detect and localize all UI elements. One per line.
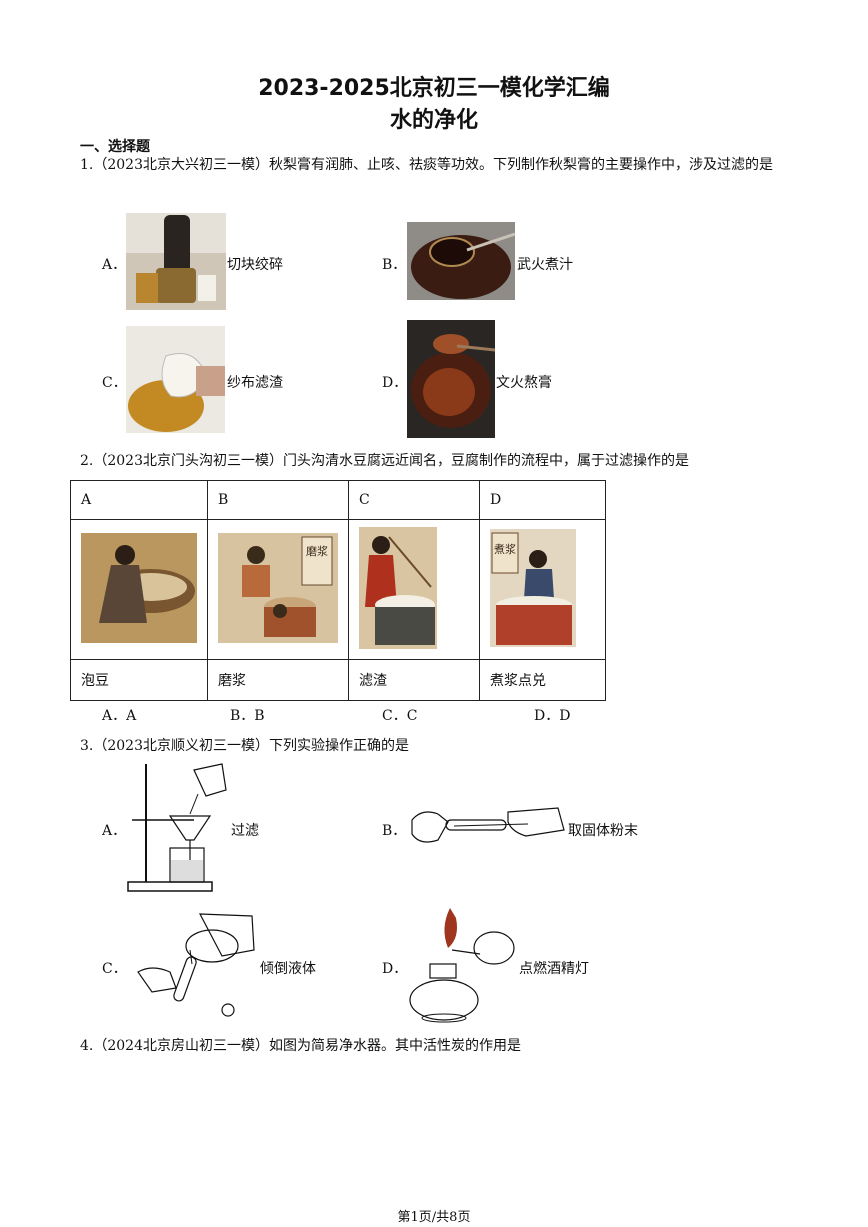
q2-caption-d: 煮浆点兑 [479,659,606,701]
q1-option-d-letter: D． [382,375,408,391]
q2-image-cell-b: 磨浆 [207,519,349,660]
section-title: 一、选择题 [80,139,150,155]
q1-option-b-label: 武火煮汁 [517,257,573,273]
q3-option-a-label: 过滤 [231,823,259,839]
q3-powder-sampling-diagram [411,807,565,843]
q2-header-a: A [70,480,208,520]
q3-option-a-letter: A． [102,823,127,839]
q1-option-a-label: 切块绞碎 [227,257,283,273]
q2-caption-a: 泡豆 [70,659,208,701]
q2-answer-d: D．D [534,708,571,724]
q2-header-d: D [479,480,606,520]
question-1-text: 1.（2023北京大兴初三一模）秋梨膏有润肺、止咳、祛痰等功效。下列制作秋梨膏的… [80,157,773,173]
q2-caption-c: 滤渣 [348,659,480,701]
q2-answer-c: C．C [382,708,418,724]
q3-option-b-label: 取固体粉末 [568,823,638,839]
q2-header-b: B [207,480,349,520]
question-2-text: 2.（2023北京门头沟初三一模）门头沟清水豆腐远近闻名，豆腐制作的流程中，属于… [80,453,689,469]
q1-option-c-letter: C． [102,375,127,391]
q2-answer-b: B．B [230,708,265,724]
q1-juicer-photo [126,213,226,310]
q2-caption-b: 磨浆 [207,659,349,701]
q2-picture-d-text: 煮浆 [494,542,516,556]
q1-option-d-label: 文火熬膏 [496,375,552,391]
question-3-text: 3.（2023北京顺义初三一模）下列实验操作正确的是 [80,738,409,754]
q1-option-b-letter: B． [382,257,407,273]
q3-lighting-lamp-diagram [409,908,515,1023]
q2-boiling-pulp-picture: 煮浆 [490,528,576,647]
q1-boiling-photo [407,222,515,300]
q2-answer-a: A．A [102,708,137,724]
document-title: 2023-2025北京初三一模化学汇编 [258,76,610,101]
q1-simmering-photo [407,320,495,438]
page-footer: 第1页/共8页 [397,1210,471,1225]
q3-pouring-liquid-diagram [137,913,255,1017]
q2-header-c: C [348,480,480,520]
q1-gauze-filter-photo [126,326,225,433]
q2-filtering-picture [359,526,437,649]
q3-filtration-diagram [127,763,227,892]
q1-option-c-label: 纱布滤渣 [227,375,283,391]
q3-option-d-letter: D． [382,961,408,977]
q3-option-c-letter: C． [102,961,127,977]
q3-option-c-label: 倾倒液体 [260,961,316,977]
q2-tofu-table: A B C D 磨浆 [70,480,606,701]
q3-option-b-letter: B． [382,823,407,839]
q2-image-cell-a [70,519,208,660]
q3-option-d-label: 点燃酒精灯 [519,961,589,977]
q2-image-cell-d: 煮浆 [479,519,606,660]
q2-soaking-beans-picture [81,532,197,643]
question-4-text: 4.（2024北京房山初三一模）如图为简易净水器。其中活性炭的作用是 [80,1038,521,1054]
document-subtitle: 水的净化 [389,108,478,133]
q1-option-a-letter: A． [102,257,127,273]
q2-grinding-picture: 磨浆 [218,532,338,643]
q2-picture-b-text: 磨浆 [306,544,328,558]
q2-image-cell-c [348,519,480,660]
